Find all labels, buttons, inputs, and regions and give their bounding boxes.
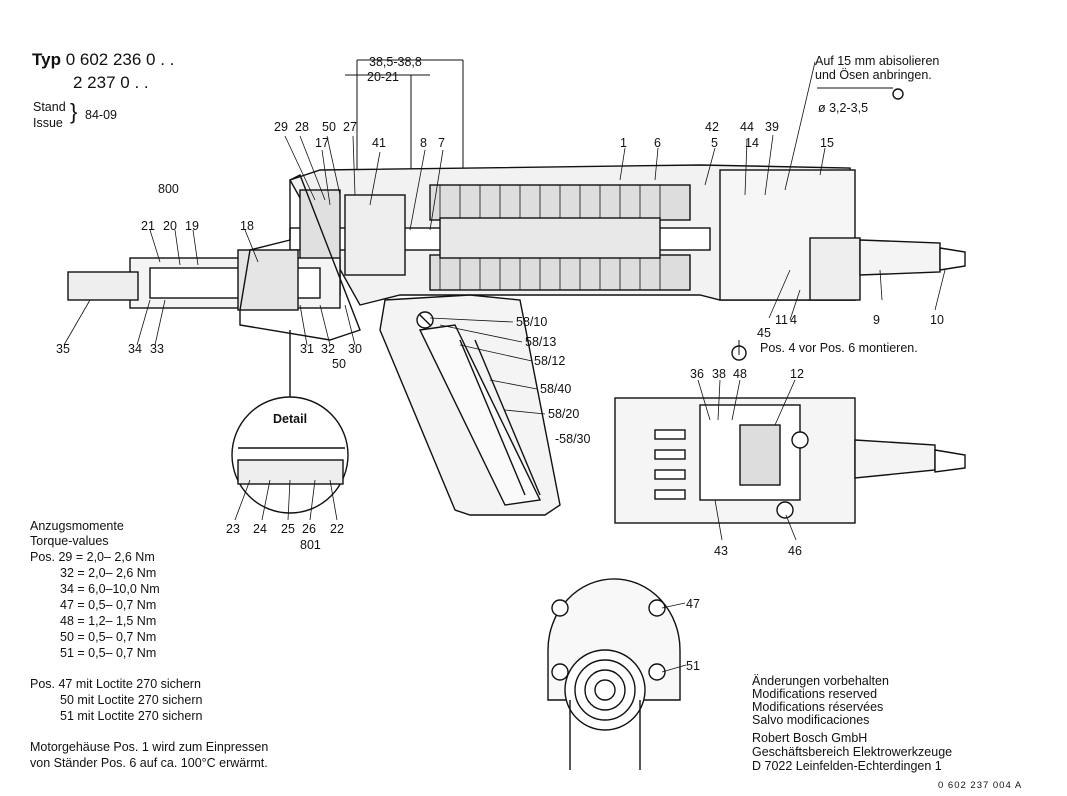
dim-20: 20-21 (367, 70, 399, 84)
callout-31: 31 (300, 342, 314, 356)
callout-25: 25 (281, 522, 295, 536)
torque-title-en: Torque-values (30, 534, 109, 548)
callout-41: 41 (372, 136, 386, 150)
callout-11: 11 (775, 313, 788, 327)
callout-20: 20 (163, 219, 177, 233)
torque-row: 32 = 2,0– 2,6 Nm (60, 566, 157, 580)
callout-45: 45 (757, 326, 771, 340)
callout-58-30: -58/30 (555, 432, 590, 446)
callout-29: 29 (274, 120, 288, 134)
callout-30: 30 (348, 342, 362, 356)
callout-801: 801 (300, 538, 321, 552)
callout-800: 800 (158, 182, 179, 196)
loctite-note: 51 mit Loctite 270 sichern (60, 709, 203, 723)
callout-33: 33 (150, 342, 164, 356)
strip-note-line2: und Ösen anbringen. (815, 68, 932, 82)
callout-38: 38 (712, 367, 726, 381)
callout-21: 21 (141, 219, 155, 233)
changes-fr: Modifications réservées (752, 700, 884, 714)
callout-18: 18 (240, 219, 254, 233)
loctite-note: 50 mit Loctite 270 sichern (60, 693, 203, 707)
callout-4: 4 (790, 313, 797, 327)
callout-58-20: 58/20 (548, 407, 579, 421)
strip-note-line1: Auf 15 mm abisolieren (815, 54, 940, 68)
callout-43: 43 (714, 544, 728, 558)
detail-label: Detail (273, 412, 307, 426)
callout-14: 14 (745, 136, 759, 150)
callout-58-12: 58/12 (534, 354, 565, 368)
changes-de: Änderungen vorbehalten (752, 674, 889, 688)
callout-22: 22 (330, 522, 344, 536)
callout-23: 23 (226, 522, 240, 536)
callout-5: 5 (711, 136, 718, 150)
callout-17: 17 (315, 136, 329, 150)
drawing-number: 0 602 237 004 A (938, 780, 1023, 791)
torque-row: 50 = 0,5– 0,7 Nm (60, 630, 157, 644)
callout-19: 19 (185, 219, 199, 233)
issue-label: Issue (33, 116, 63, 130)
dim-38: 38,5-38,8 (369, 55, 422, 69)
torque-row: Pos. 29 = 2,0– 2,6 Nm (30, 550, 155, 564)
motor-note-line1: Motorgehäuse Pos. 1 wird zum Einpressen (30, 740, 269, 754)
torque-row: 34 = 6,0–10,0 Nm (60, 582, 160, 596)
torque-row: 48 = 1,2– 1,5 Nm (60, 614, 157, 628)
callout-58-13: 58/13 (525, 335, 556, 349)
callout-50-top: 50 (322, 120, 336, 134)
stand-value: 84-09 (85, 108, 117, 122)
type-number-1: 0 602 236 0 . . (65, 50, 175, 69)
type-number-2: 2 237 0 . . (73, 73, 149, 92)
callout-44: 44 (740, 120, 754, 134)
stand-brace: } (70, 99, 78, 124)
torque-row: 47 = 0,5– 0,7 Nm (60, 598, 157, 612)
callout-12: 12 (790, 367, 804, 381)
callout-24: 24 (253, 522, 267, 536)
callout-58-10: 58/10 (516, 315, 547, 329)
callout-15: 15 (820, 136, 834, 150)
callout-39: 39 (765, 120, 779, 134)
company-address: D 7022 Leinfelden-Echterdingen 1 (752, 759, 942, 773)
callout-47: 47 (686, 597, 700, 611)
motor-note-line2: von Ständer Pos. 6 auf ca. 100°C erwärmt… (30, 756, 268, 770)
callout-42: 42 (705, 120, 719, 134)
changes-es: Salvo modificaciones (752, 713, 870, 727)
mount-note: Pos. 4 vor Pos. 6 montieren. (760, 341, 918, 355)
callout-46: 46 (788, 544, 802, 558)
stand-label: Stand (33, 100, 66, 114)
torque-row: 51 = 0,5– 0,7 Nm (60, 646, 157, 660)
company-division: Geschäftsbereich Elektrowerkzeuge (752, 745, 953, 759)
type-label: Typ 0 602 236 0 . . (32, 50, 175, 69)
changes-en: Modifications reserved (752, 687, 878, 701)
company-name: Robert Bosch GmbH (752, 731, 868, 745)
callout-51: 51 (686, 659, 700, 673)
torque-title-de: Anzugsmomente (30, 519, 124, 533)
callout-58-40: 58/40 (540, 382, 571, 396)
callout-48: 48 (733, 367, 747, 381)
callout-28: 28 (295, 120, 309, 134)
callout-9: 9 (873, 313, 880, 327)
callout-8: 8 (420, 136, 427, 150)
strip-note-diameter: ø 3,2-3,5 (818, 101, 869, 115)
loctite-note: Pos. 47 mit Loctite 270 sichern (30, 677, 201, 691)
callout-27: 27 (343, 120, 357, 134)
callout-1: 1 (620, 136, 627, 150)
callout-36: 36 (690, 367, 704, 381)
callout-6: 6 (654, 136, 661, 150)
callout-35: 35 (56, 342, 70, 356)
callout-50-bottom: 50 (332, 357, 346, 371)
callout-32: 32 (321, 342, 335, 356)
callout-34: 34 (128, 342, 142, 356)
callout-10: 10 (930, 313, 944, 327)
callout-7: 7 (438, 136, 445, 150)
callout-26: 26 (302, 522, 316, 536)
